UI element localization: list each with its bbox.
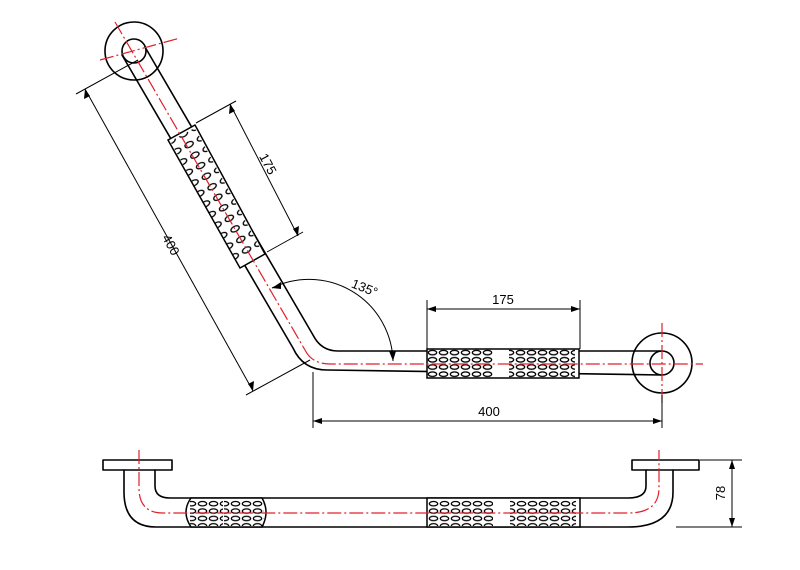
dim-label-horizontal-length: 400 [478,404,500,419]
dimension-height: 78 [676,459,742,528]
dimension-diagonal-length: 400 [75,59,311,396]
front-view: 78 [102,450,742,528]
upper-wall-flange [104,21,164,81]
front-right-flange [631,459,700,471]
dim-label-height: 78 [713,486,728,500]
top-view: 400 175 135° 175 [75,21,703,428]
dim-label-horizontal-grip: 175 [492,292,514,307]
dim-label-diagonal-grip: 175 [256,151,279,177]
dim-label-angle: 135° [349,276,380,300]
front-view-centerline [138,450,660,514]
grab-bar-outline [121,46,663,376]
dimension-horizontal-grip: 175 [426,292,581,349]
front-tube-outline [123,469,674,528]
front-left-flange [102,459,173,471]
dimension-angle: 135° [271,276,396,362]
top-view-centerline [99,21,703,405]
dim-label-diagonal-length: 400 [159,232,183,258]
dimension-horizontal-length: 400 [312,372,663,428]
